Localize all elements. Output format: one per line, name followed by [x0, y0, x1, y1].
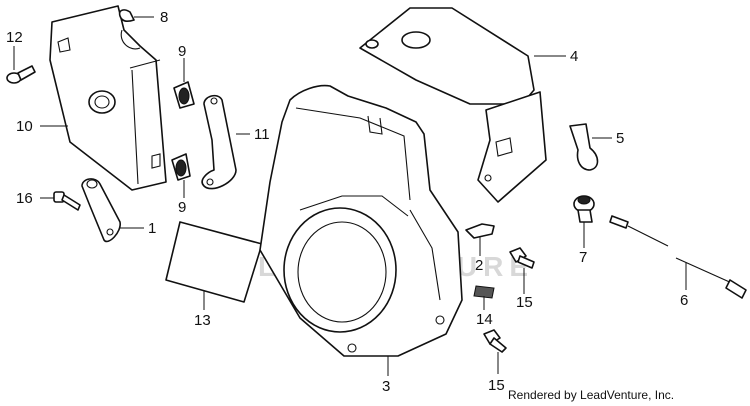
part-8-clip: [118, 9, 135, 22]
callout-15-upper: 15: [516, 294, 533, 311]
part-4-top-cover: [359, 7, 547, 203]
callout-6: 6: [680, 292, 688, 309]
part-10-side-shroud: [49, 5, 167, 191]
callout-1: 1: [148, 220, 156, 237]
callout-15-lower: 15: [488, 377, 505, 394]
callout-8: 8: [160, 9, 168, 26]
part-15-bolt-lower: [483, 329, 507, 353]
callout-14: 14: [476, 311, 493, 328]
part-14-label: [473, 285, 495, 299]
callout-12: 12: [6, 29, 23, 46]
callout-7: 7: [579, 249, 587, 266]
part-3-fan-cover: [259, 84, 463, 357]
callout-9-lower: 9: [178, 199, 186, 216]
part-13-label: [165, 221, 263, 303]
credit-text: Rendered by LeadVenture, Inc.: [508, 388, 675, 402]
callout-9-upper: 9: [178, 43, 186, 60]
part-1-bracket: [81, 178, 121, 243]
callout-10: 10: [16, 118, 33, 135]
part-11-stay: [201, 94, 237, 190]
callout-2: 2: [475, 257, 483, 274]
callout-labels: 8 12 9 4 10 11 5 9 16 1 2 7 15 6 13 14 3…: [6, 9, 688, 395]
callout-3: 3: [382, 378, 390, 395]
part-15-bolt-upper: [509, 247, 535, 269]
part-9-grommet-upper: [173, 81, 195, 109]
part-2-clamp: [465, 223, 495, 239]
leader-lines: [13, 16, 687, 376]
callout-11: 11: [254, 126, 270, 143]
part-9-grommet-lower: [171, 153, 191, 181]
callout-5: 5: [616, 130, 624, 147]
part-5-clamp: [569, 123, 599, 171]
callout-13: 13: [194, 312, 211, 329]
callout-4: 4: [570, 48, 578, 65]
part-6-wire: [609, 215, 747, 299]
callout-16: 16: [16, 190, 33, 207]
part-16-bolt: [53, 191, 81, 211]
part-12-screw: [6, 65, 36, 84]
part-7-grommet: [573, 195, 595, 223]
